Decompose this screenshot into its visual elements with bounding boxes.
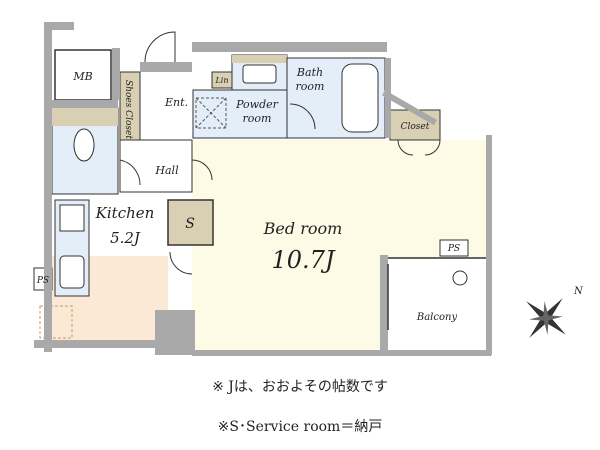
balcony-drain-icon bbox=[452, 270, 468, 286]
service-room-label: S bbox=[185, 216, 195, 232]
balcony-floor bbox=[384, 257, 491, 356]
note-service-room: ※S･Service room＝納戸 bbox=[217, 419, 383, 435]
service-room-box bbox=[167, 199, 214, 246]
powder-room-label-1: Powder bbox=[235, 98, 279, 111]
bath-room-label-1: Bath bbox=[296, 66, 323, 79]
mb-box bbox=[54, 49, 112, 101]
toilet-shelf bbox=[52, 108, 118, 126]
bed-room-label: Bed room bbox=[263, 219, 343, 238]
kitchen-sink-icon bbox=[59, 255, 85, 289]
ps-right-box bbox=[439, 239, 469, 257]
kitchen-label: Kitchen bbox=[95, 204, 155, 222]
powder-room-label-2: room bbox=[243, 112, 272, 125]
hatch-line bbox=[195, 97, 227, 129]
floor-hatch-icon bbox=[195, 97, 227, 129]
toilet-icon bbox=[73, 128, 95, 162]
ps-left-label: PS bbox=[36, 276, 49, 286]
ps-right-label: PS bbox=[447, 244, 460, 254]
hall-label: Hall bbox=[154, 164, 179, 177]
mb-label: MB bbox=[72, 70, 92, 83]
fridge-space bbox=[39, 305, 73, 339]
stove-icon bbox=[59, 204, 85, 232]
sink-shelf bbox=[232, 55, 287, 63]
walls bbox=[34, 22, 492, 356]
lin-label: Lin bbox=[214, 76, 228, 85]
note-tatami: ※ Jは、おおよその帖数です bbox=[212, 379, 388, 395]
ent-label: Ent. bbox=[164, 96, 188, 109]
compass-north-label: N bbox=[573, 286, 584, 297]
compass-icon bbox=[526, 298, 566, 338]
bathtub-icon bbox=[341, 63, 379, 133]
kitchen-size: 5.2J bbox=[110, 229, 141, 247]
closet-label: Closet bbox=[401, 122, 430, 132]
shoes-closet-label: Shoes Closet bbox=[123, 80, 133, 139]
lin-box bbox=[211, 71, 233, 89]
door-swings bbox=[119, 31, 441, 330]
sink-icon bbox=[242, 64, 277, 84]
bed-room-size: 10.7J bbox=[271, 246, 335, 274]
bath-room-label-2: room bbox=[296, 80, 325, 93]
balcony-label: Balcony bbox=[416, 312, 458, 323]
closet-box bbox=[389, 109, 441, 141]
